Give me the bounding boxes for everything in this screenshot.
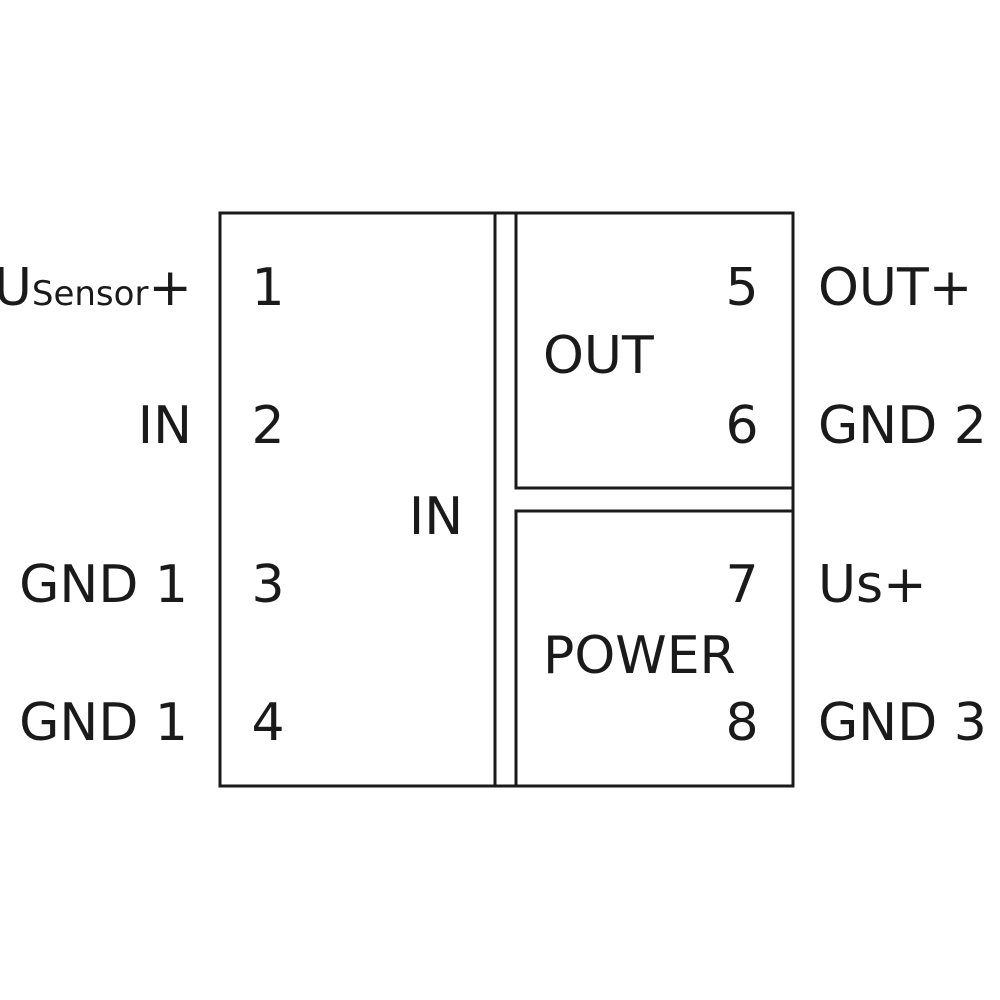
label-gnd2: GND 2 bbox=[818, 396, 987, 456]
out-block-outline bbox=[514, 211, 795, 490]
label-us-plus: Us+ bbox=[818, 555, 927, 615]
label-out-plus: OUT+ bbox=[818, 258, 972, 318]
pin-number-1: 1 bbox=[251, 258, 284, 318]
pin-number-8: 8 bbox=[725, 693, 758, 753]
block-label-power: POWER bbox=[543, 626, 736, 686]
pin-number-3: 3 bbox=[251, 555, 284, 615]
label-in: IN bbox=[138, 396, 192, 456]
pin-number-2: 2 bbox=[251, 396, 284, 456]
pin-number-6: 6 bbox=[725, 396, 758, 456]
block-label-in: IN bbox=[409, 487, 463, 547]
label-usensor-plus: USensor+ bbox=[0, 258, 192, 318]
label-gnd1-pin4: GND 1 bbox=[19, 693, 188, 753]
label-gnd1-pin3: GND 1 bbox=[19, 555, 188, 615]
pin-number-7: 7 bbox=[725, 555, 758, 615]
pin-number-4: 4 bbox=[251, 693, 284, 753]
pin-number-5: 5 bbox=[725, 258, 758, 318]
block-label-out: OUT bbox=[543, 326, 654, 386]
label-gnd3: GND 3 bbox=[818, 693, 987, 753]
power-block-outline bbox=[514, 509, 795, 788]
module-outline bbox=[218, 211, 795, 788]
